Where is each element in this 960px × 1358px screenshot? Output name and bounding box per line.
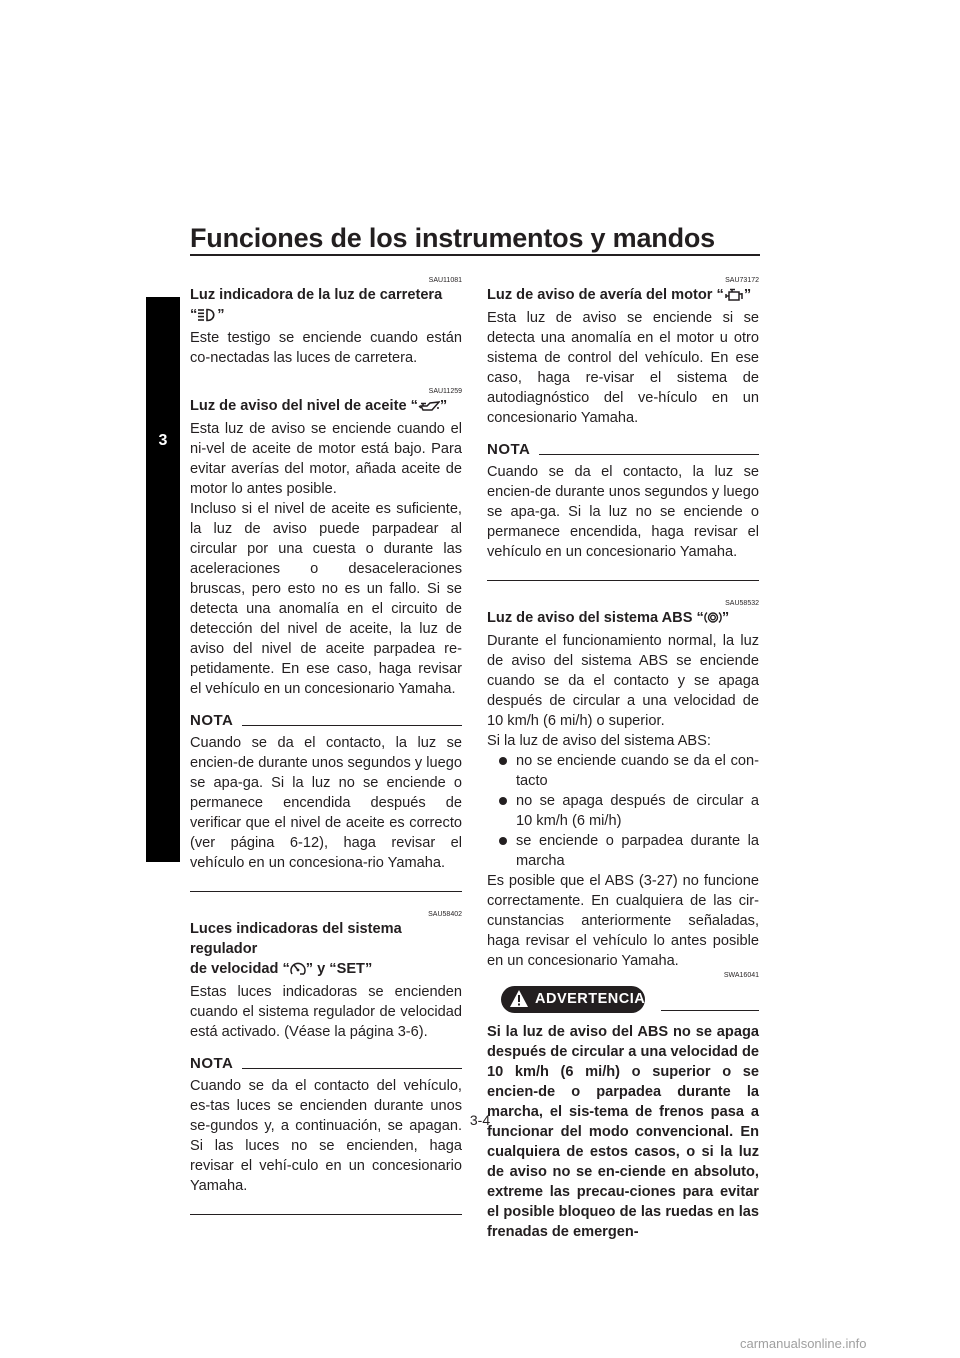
engine-icon — [724, 288, 744, 308]
paragraph: Esta luz de aviso se enciende cuando el … — [190, 421, 462, 497]
abs-icon — [704, 610, 722, 631]
section-code: SAU11081 — [428, 277, 462, 284]
nota-text: Cuando se da el contacto, la luz se enci… — [190, 735, 462, 871]
heading-text: Luz de aviso del sistema ABS “ — [487, 610, 704, 626]
heading-text: Luz de aviso del nivel de aceite “ — [190, 398, 418, 414]
warning-triangle-icon — [509, 989, 529, 1018]
nota-end-rule — [190, 891, 462, 892]
paragraph: Si la luz de aviso del sistema ABS: — [487, 733, 711, 749]
page-number: 3-4 — [469, 1112, 491, 1128]
chapter-number: 3 — [158, 432, 168, 449]
nota-header: NOTA — [190, 1054, 462, 1076]
warning-code: SWA16041 — [723, 972, 759, 979]
section-heading-oil-level: Luz de aviso del nivel de aceite “ ” — [190, 396, 462, 419]
watermark: carmanualsonline.info — [740, 1336, 867, 1351]
paragraph: Incluso si el nivel de aceite es suficie… — [190, 501, 462, 697]
list-item-text: no se apaga después de circular a 10 km/… — [516, 793, 759, 829]
paragraph: Estas luces indicadoras se encienden cua… — [190, 984, 462, 1040]
warning-label: ADVERTENCIA — [535, 991, 646, 1007]
warning-badge: ADVERTENCIA — [501, 986, 645, 1013]
quote-open: “ — [190, 307, 198, 323]
nota-text: Cuando se da el contacto del vehículo, e… — [190, 1078, 462, 1194]
chapter-tab: 3 — [146, 297, 180, 862]
heading-text: Luces indicadoras del sistema regulador — [190, 921, 402, 957]
warning-rule — [661, 1010, 759, 1011]
section-heading-high-beam: Luz indicadora de la luz de carretera “ ” — [190, 285, 462, 328]
nota-rule — [242, 1068, 462, 1069]
heading-text: ” y “SET” — [305, 961, 373, 977]
section-heading-engine-trouble: Luz de aviso de avería del motor “ ” — [487, 285, 759, 308]
nota-label: NOTA — [487, 441, 531, 458]
section-code: SAU73172 — [725, 277, 759, 284]
left-column: SAU11081 Luz indicadora de la luz de car… — [190, 276, 462, 1233]
title-rule — [190, 254, 760, 256]
heading-text: Luz indicadora de la luz de carretera — [190, 287, 443, 303]
quote-close: ” — [217, 307, 225, 323]
section-code: SAU58402 — [428, 911, 462, 918]
nota-end-rule — [190, 1214, 462, 1215]
page-title: Funciones de los instrumentos y mandos — [190, 223, 715, 253]
bullet-list: no se enciende cuando se da el con-tacto… — [487, 751, 759, 871]
nota-rule — [242, 725, 462, 726]
heading-text: ” — [743, 287, 752, 303]
paragraph: Durante el funcionamiento normal, la luz… — [487, 633, 759, 729]
heading-text: ” — [721, 610, 730, 626]
nota-end-rule — [487, 580, 759, 581]
bullet-icon — [499, 837, 507, 845]
nota-header: NOTA — [190, 711, 462, 733]
warning-header: ADVERTENCIA — [487, 986, 759, 1016]
section-heading-cruise-control: Luces indicadoras del sistema regulador … — [190, 919, 462, 982]
cruise-control-icon — [290, 961, 306, 982]
heading-text: ” — [439, 398, 448, 414]
list-item: no se apaga después de circular a 10 km/… — [487, 791, 759, 831]
bullet-icon — [499, 797, 507, 805]
list-item: no se enciende cuando se da el con-tacto — [487, 751, 759, 791]
bullet-icon — [499, 757, 507, 765]
nota-label: NOTA — [190, 1055, 234, 1072]
section-code: SAU11259 — [428, 388, 462, 395]
section-code: SAU58532 — [725, 600, 759, 607]
list-item: se enciende o parpadea durante la marcha — [487, 831, 759, 871]
warning-text: Si la luz de aviso del ABS no se apaga d… — [487, 1024, 759, 1240]
heading-text: de velocidad “ — [190, 961, 290, 977]
paragraph: Esta luz de aviso se enciende si se dete… — [487, 310, 759, 426]
paragraph: Este testigo se enciende cuando están co… — [190, 330, 462, 366]
nota-rule — [539, 454, 759, 455]
nota-header: NOTA — [487, 440, 759, 462]
oil-can-icon — [418, 399, 441, 419]
section-heading-abs: Luz de aviso del sistema ABS “ ” — [487, 608, 759, 631]
high-beam-icon — [197, 308, 217, 328]
right-column: SAU73172 Luz de aviso de avería del moto… — [487, 276, 759, 1242]
list-item-text: se enciende o parpadea durante la marcha — [516, 833, 759, 869]
nota-label: NOTA — [190, 712, 234, 729]
list-item-text: no se enciende cuando se da el con-tacto — [516, 753, 759, 789]
heading-text: Luz de aviso de avería del motor “ — [487, 287, 724, 303]
nota-text: Cuando se da el contacto, la luz se enci… — [487, 464, 759, 560]
paragraph: Es posible que el ABS (3-27) no funcione… — [487, 873, 759, 969]
